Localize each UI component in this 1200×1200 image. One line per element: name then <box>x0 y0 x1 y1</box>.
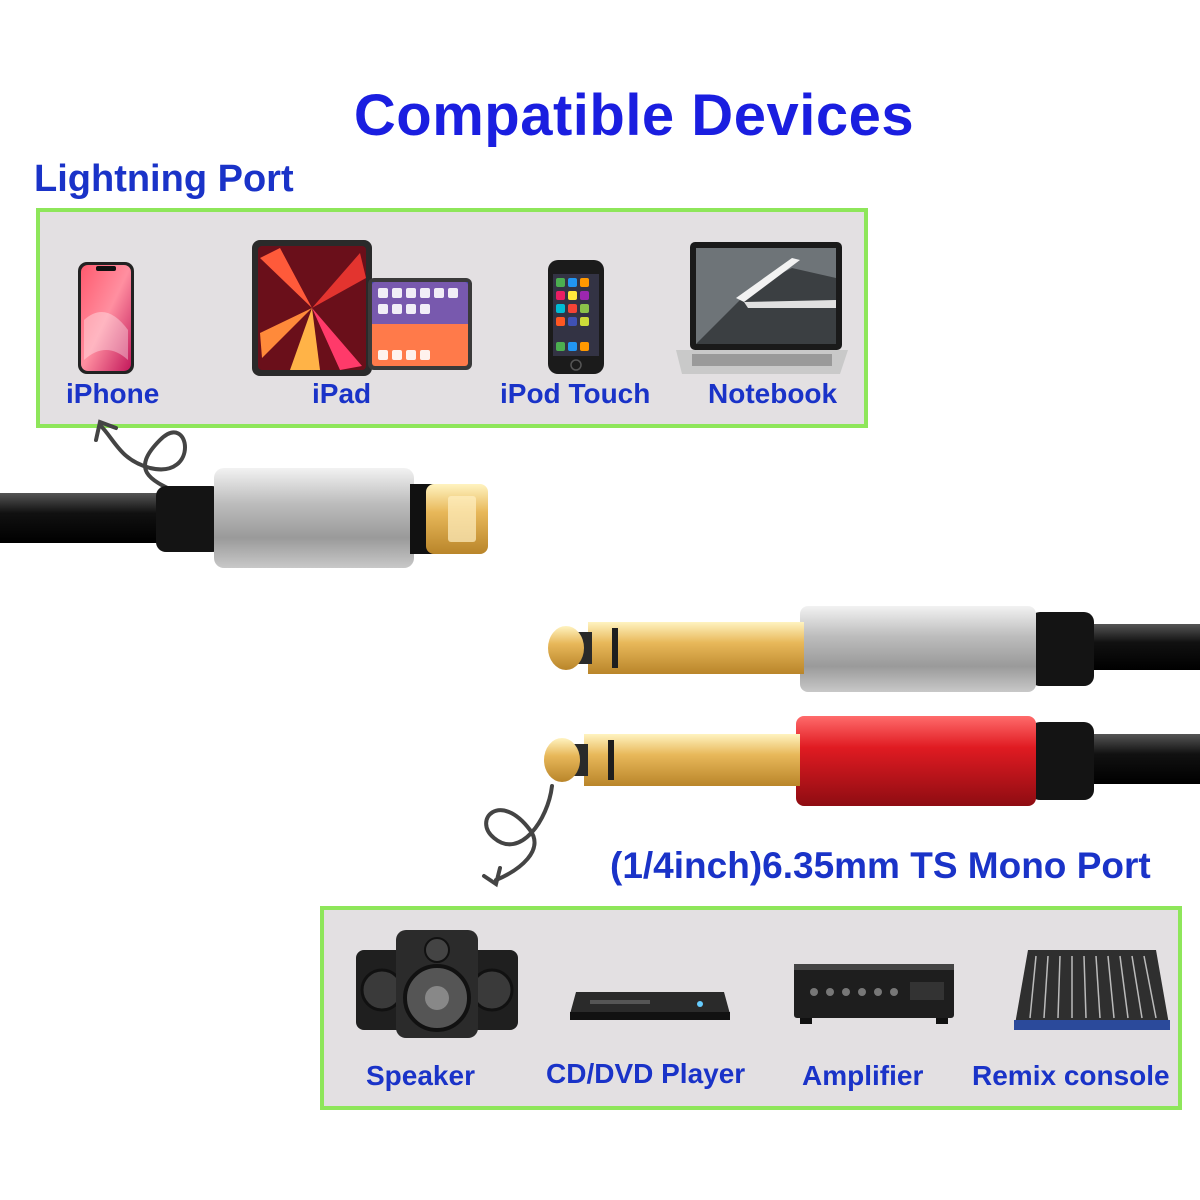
device-label-ipod-touch: iPod Touch <box>500 378 651 409</box>
mixing-console-icon <box>1014 946 1170 1034</box>
device-label-speaker: Speaker <box>366 1060 475 1091</box>
curly-arrow-top-icon <box>94 419 187 494</box>
mono-port-label: (1/4inch)6.35mm TS Mono Port <box>610 845 1151 886</box>
device-label-remix-console: Remix console <box>972 1060 1170 1091</box>
device-label-ipad: iPad <box>312 378 372 409</box>
device-label-amplifier: Amplifier <box>802 1060 924 1091</box>
mono-devices-panel: Speaker CD/DVD Player Amplifier Remix co… <box>320 906 1182 1110</box>
lightning-port-label: Lightning Port <box>34 158 294 200</box>
speaker-icon <box>352 928 522 1040</box>
iphone-icon <box>76 260 136 376</box>
mono-plug-silver <box>548 606 1200 692</box>
lightning-plug <box>0 468 488 568</box>
ipad-icon <box>250 238 474 378</box>
device-label-notebook: Notebook <box>708 378 838 409</box>
ipod-touch-icon <box>546 258 606 376</box>
page-title: Compatible Devices <box>353 83 915 148</box>
device-label-iphone: iPhone <box>66 378 160 409</box>
mono-plug-red <box>544 716 1200 806</box>
curly-arrow-bottom-icon <box>482 784 554 888</box>
device-label-dvd-player: CD/DVD Player <box>546 1058 746 1089</box>
notebook-icon <box>672 238 848 378</box>
lightning-devices-panel: iPhone iPad iPod Touch Notebook <box>36 208 868 428</box>
dvd-player-icon <box>570 982 730 1022</box>
amplifier-icon <box>794 960 954 1024</box>
